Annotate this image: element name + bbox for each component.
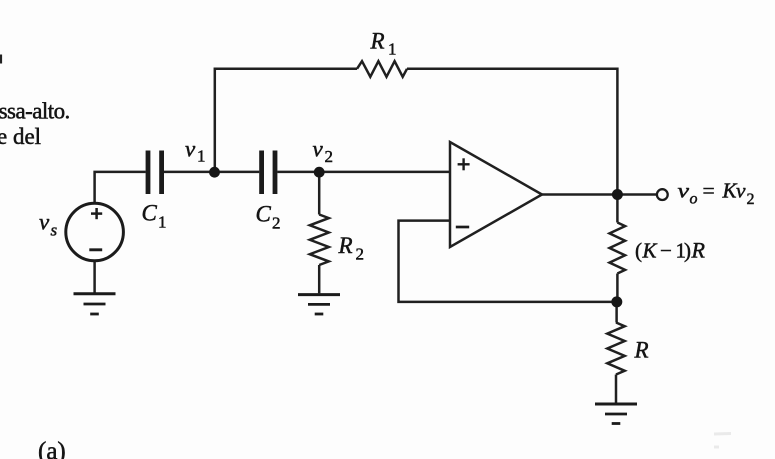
svg-text:assa-alto.: assa-alto.: [0, 99, 70, 124]
svg-text:v: v: [313, 137, 324, 162]
svg-text:s: s: [51, 221, 58, 240]
svg-text:v: v: [678, 179, 690, 203]
svg-text:2: 2: [747, 191, 755, 208]
svg-text:e del: e del: [0, 124, 41, 149]
svg-text:C: C: [256, 202, 272, 227]
svg-text:=: =: [703, 179, 715, 203]
svg-text:1: 1: [388, 40, 397, 59]
svg-text:R: R: [338, 233, 353, 258]
svg-text:K: K: [722, 179, 738, 203]
svg-text:2: 2: [325, 147, 334, 166]
svg-text:2: 2: [356, 245, 365, 264]
svg-text:v: v: [185, 137, 196, 162]
svg-text:C: C: [142, 201, 158, 226]
svg-text:1: 1: [197, 147, 206, 166]
svg-text:(a): (a): [38, 438, 66, 459]
svg-text:v: v: [736, 179, 746, 203]
svg-text:v: v: [39, 210, 50, 235]
svg-text:R: R: [370, 29, 385, 54]
svg-text:1: 1: [158, 213, 167, 232]
svg-text:2: 2: [272, 214, 281, 233]
svg-text:R: R: [634, 338, 649, 363]
svg-text:(K−1)R: (K−1)R: [635, 238, 706, 263]
svg-text:o: o: [690, 191, 698, 208]
